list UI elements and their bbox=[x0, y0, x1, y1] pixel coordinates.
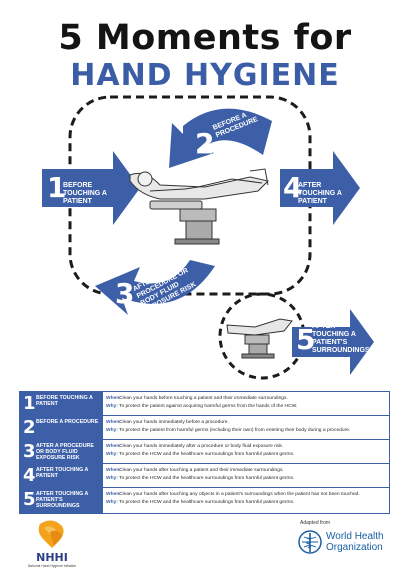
moment-number: 1 bbox=[23, 393, 36, 414]
moment-title: AFTER TOUCHING A PATIENT bbox=[36, 467, 89, 479]
arrow-1-shape bbox=[42, 151, 140, 225]
when-text: Clean your hands immediately after a pro… bbox=[119, 444, 284, 449]
why-label: Why: bbox=[106, 428, 118, 433]
arrow-5-shape bbox=[292, 309, 374, 375]
moment-why: Why:To protect the HCW and the healthcar… bbox=[106, 500, 386, 506]
why-text: To protect the HCW and the healthcare su… bbox=[119, 476, 295, 481]
who-emblem-icon bbox=[298, 530, 322, 554]
why-text: To protect the HCW and the healthcare su… bbox=[119, 452, 295, 457]
moment-when: When:Clean your hands after touching a p… bbox=[106, 468, 386, 474]
arrow-5-label: AFTER TOUCHING A PATIENT'S SURROUNDINGS bbox=[312, 323, 370, 354]
moment-1-badge: 1 BEFORE TOUCHING A PATIENT bbox=[20, 392, 103, 415]
moment-why: Why:To protect the patient against acqui… bbox=[106, 404, 386, 410]
diagram-graphic bbox=[42, 95, 374, 380]
arrow-4-label: AFTER TOUCHING A PATIENT bbox=[298, 182, 342, 205]
moment-title: AFTER TOUCHING A PATIENT'S SURROUNDINGS bbox=[36, 491, 89, 509]
nhhi-logo-text: NHHI bbox=[36, 551, 68, 564]
arrow-2-number: 2 bbox=[195, 127, 215, 160]
who-name-line2: Organization bbox=[326, 542, 383, 553]
moment-number: 4 bbox=[23, 465, 36, 486]
why-text: To protect the HCW and the healthcare su… bbox=[119, 500, 295, 505]
arrow-1-label: BEFORE TOUCHING A PATIENT bbox=[63, 182, 107, 205]
when-label: When: bbox=[106, 420, 121, 425]
why-label: Why: bbox=[106, 500, 118, 505]
table-row: 1 BEFORE TOUCHING A PATIENT When:Clean y… bbox=[20, 392, 389, 416]
table-row: 5 AFTER TOUCHING A PATIENT'S SURROUNDING… bbox=[20, 488, 389, 513]
when-label: When: bbox=[106, 492, 121, 497]
moment-5-badge: 5 AFTER TOUCHING A PATIENT'S SURROUNDING… bbox=[20, 488, 103, 513]
page-title: 5 Moments for bbox=[58, 18, 352, 58]
moment-title: BEFORE A PROCEDURE bbox=[36, 419, 99, 425]
moments-table: 1 BEFORE TOUCHING A PATIENT When:Clean y… bbox=[19, 391, 390, 514]
moment-number: 3 bbox=[23, 441, 36, 462]
nhhi-subtitle: National Hand Hygiene Initiative bbox=[27, 564, 77, 568]
moment-2-badge: 2 BEFORE A PROCEDURE bbox=[20, 416, 103, 439]
why-label: Why: bbox=[106, 476, 118, 481]
why-label: Why: bbox=[106, 452, 118, 457]
arrow-1-number: 1 bbox=[47, 171, 67, 204]
who-name: World Health Organization bbox=[326, 531, 384, 553]
why-label: Why: bbox=[106, 404, 118, 409]
when-text: Clean your hands before touching a patie… bbox=[119, 396, 288, 401]
moment-why: Why:To protect the patient from harmful … bbox=[106, 428, 386, 434]
who-name-line1: World Health bbox=[326, 531, 384, 542]
moment-number: 2 bbox=[23, 417, 36, 438]
when-label: When: bbox=[106, 396, 121, 401]
table-row: 2 BEFORE A PROCEDURE When:Clean your han… bbox=[20, 416, 389, 440]
moment-why: Why:To protect the HCW and the healthcar… bbox=[106, 476, 386, 482]
when-text: Clean your hands after touching any obje… bbox=[119, 492, 360, 497]
why-text: To protect the patient from harmful germ… bbox=[119, 428, 351, 433]
moment-3-badge: 3 AFTER A PROCEDURE OR BODY FLUID EXPOSU… bbox=[20, 440, 103, 463]
arrow-4-number: 4 bbox=[283, 171, 303, 204]
table-row: 3 AFTER A PROCEDURE OR BODY FLUID EXPOSU… bbox=[20, 440, 389, 464]
page-subtitle: HAND HYGIENE bbox=[70, 58, 340, 93]
patient-on-bed-illustration bbox=[129, 168, 269, 245]
when-text: Clean your hands after touching a patien… bbox=[119, 468, 284, 473]
moment-when: When:Clean your hands immediately before… bbox=[106, 420, 386, 426]
nhhi-hands-icon bbox=[38, 520, 64, 548]
table-row: 4 AFTER TOUCHING A PATIENT When:Clean yo… bbox=[20, 464, 389, 488]
moment-title: AFTER A PROCEDURE OR BODY FLUID EXPOSURE… bbox=[36, 443, 94, 461]
why-text: To protect the patient against acquiring… bbox=[119, 404, 298, 409]
five-moments-diagram: 1 BEFORE TOUCHING A PATIENT 2 BEFORE A P… bbox=[0, 95, 410, 390]
arrow-3-number: 3 bbox=[115, 277, 135, 310]
moment-when: When:Clean your hands after touching any… bbox=[106, 492, 386, 498]
arrow-2-shape bbox=[169, 108, 272, 168]
moment-when: When:Clean your hands immediately after … bbox=[106, 444, 386, 450]
moment-title: BEFORE TOUCHING A PATIENT bbox=[36, 395, 93, 407]
when-label: When: bbox=[106, 444, 121, 449]
arrow-3-shape bbox=[95, 260, 215, 315]
arrow-5-number: 5 bbox=[296, 323, 316, 356]
moment-when: When:Clean your hands before touching a … bbox=[106, 396, 386, 402]
when-label: When: bbox=[106, 468, 121, 473]
moment-why: Why:To protect the HCW and the healthcar… bbox=[106, 452, 386, 458]
moment-4-badge: 4 AFTER TOUCHING A PATIENT bbox=[20, 464, 103, 487]
moment-number: 5 bbox=[23, 489, 36, 510]
empty-bed-illustration bbox=[226, 318, 293, 359]
when-text: Clean your hands immediately before a pr… bbox=[119, 420, 229, 425]
adapted-from-label: Adapted from bbox=[300, 520, 331, 526]
arrow-4-shape bbox=[280, 151, 360, 225]
